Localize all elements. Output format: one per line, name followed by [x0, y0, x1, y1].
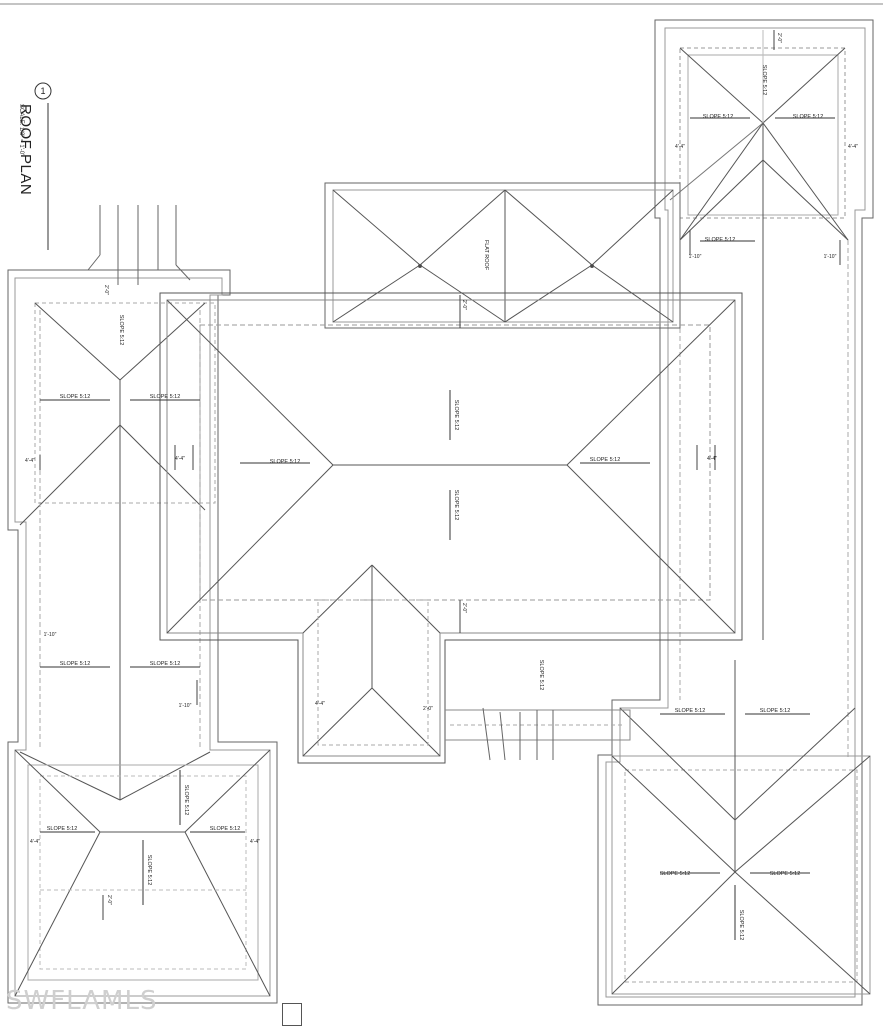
- dimension-label: 1'-10": [824, 254, 837, 260]
- slope-label-sw-right: SLOPE 5:12: [210, 826, 241, 832]
- dimension-label: 4'-4": [175, 456, 185, 462]
- slope-label-main-left: SLOPE 5:12: [270, 459, 301, 465]
- slope-label-se-bottom: SLOPE 5:12: [738, 910, 744, 941]
- slope-arrows: [40, 117, 835, 940]
- slope-label-west-mid-left: SLOPE 5:12: [60, 661, 91, 667]
- ne-wing: [597, 19, 874, 1006]
- dimension-label: 4'-4": [707, 456, 717, 462]
- dimension-label: 1'-10": [689, 254, 702, 260]
- slope-label-se-left: SLOPE 5:12: [660, 871, 691, 877]
- slope-label-main-bottom: SLOPE 5:12: [453, 490, 459, 521]
- dimension-label: 2'-0": [461, 300, 467, 310]
- slope-label-ne-wing-right: SLOPE 5:12: [793, 114, 824, 120]
- dimension-label: 2'-0": [776, 33, 782, 43]
- slope-label-east-mid-right: SLOPE 5:12: [760, 708, 791, 714]
- slope-label-west-mid-right: SLOPE 5:12: [150, 661, 181, 667]
- dimension-label: 1'-10": [179, 703, 192, 709]
- dimension-label: 4'-4": [315, 701, 325, 707]
- slope-label-sw-bottom: SLOPE 5:12: [146, 855, 152, 886]
- slope-label-se-right: SLOPE 5:12: [770, 871, 801, 877]
- dimension-label: 2'-0": [103, 285, 109, 295]
- slope-label-west-right: SLOPE 5:12: [150, 394, 181, 400]
- slope-label-center-ne: SLOPE 5:12: [705, 237, 736, 243]
- slope-label-ne-wing-left: SLOPE 5:12: [703, 114, 734, 120]
- note-leaders: [87, 205, 554, 761]
- slope-label-sw-top: SLOPE 5:12: [183, 785, 189, 816]
- se-wing: [611, 660, 871, 995]
- dimension-label: 4'-4": [30, 839, 40, 845]
- dimension-label: 4'-4": [848, 144, 858, 150]
- slope-label-east-mid-left: SLOPE 5:12: [675, 708, 706, 714]
- slope-label-west-left: SLOPE 5:12: [60, 394, 91, 400]
- dimension-label: 2'-0": [423, 706, 433, 712]
- dimension-label: 2'-0": [106, 895, 112, 905]
- title-block-fragment: [282, 1003, 302, 1026]
- main-roof: [159, 292, 743, 764]
- dimension-label: 4'-4": [675, 144, 685, 150]
- slope-label-main-top: SLOPE 5:12: [453, 400, 459, 431]
- drawing-number: 1: [40, 86, 45, 96]
- dimension-label: 4'-4": [250, 839, 260, 845]
- watermark: SWFLAMLS: [6, 986, 158, 1016]
- flat-roof-label: FLAT ROOF: [483, 240, 489, 271]
- drawing-number-circle: [34, 82, 52, 100]
- slope-label-main-right: SLOPE 5:12: [590, 457, 621, 463]
- slope-label-ne-wing-top: SLOPE 5:12: [761, 65, 767, 96]
- slope-label-sw-left: SLOPE 5:12: [47, 826, 78, 832]
- dimension-marks: [39, 30, 841, 920]
- slope-label-entry: SLOPE 5:12: [538, 660, 544, 691]
- dimension-label: 1'-10": [44, 632, 57, 638]
- dimension-label: 4'-4": [25, 458, 35, 464]
- sw-wing: [14, 749, 271, 997]
- dimension-label: 2'-0": [461, 603, 467, 613]
- slope-label-west-top: SLOPE 5:12: [118, 315, 124, 346]
